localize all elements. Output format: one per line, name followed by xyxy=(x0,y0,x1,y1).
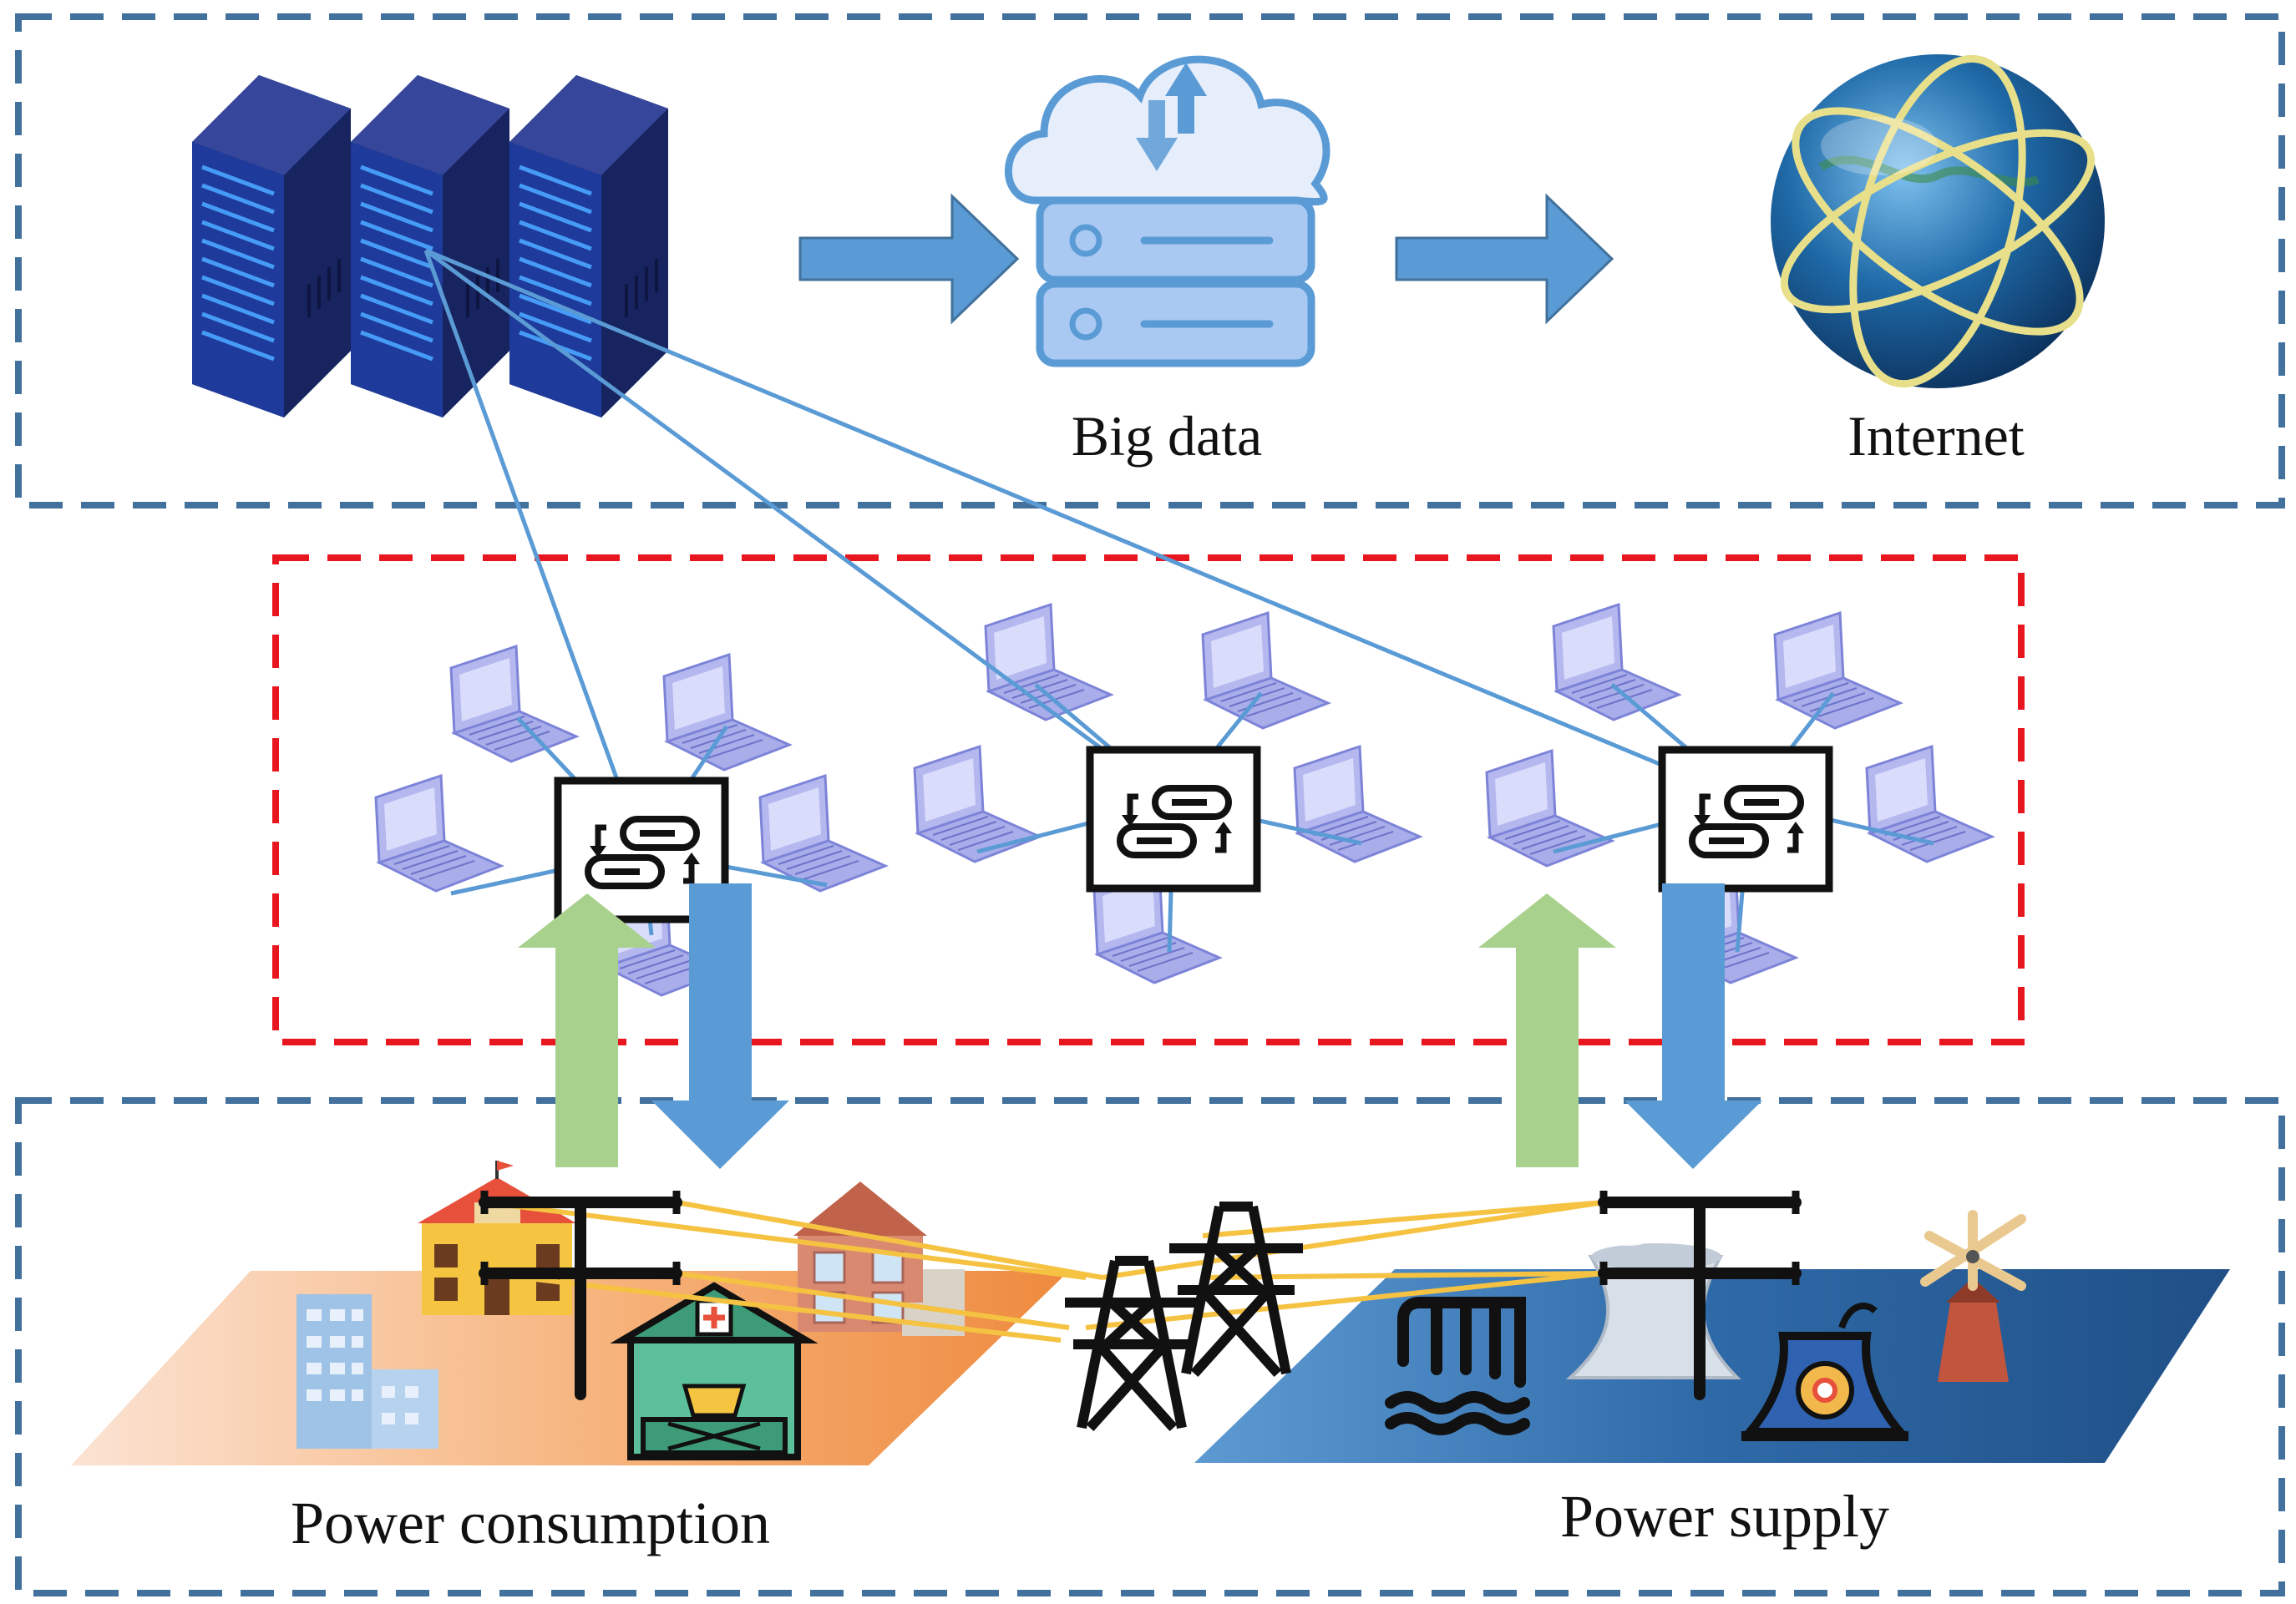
laptop-icon xyxy=(984,603,1113,721)
up-arrow-consumption xyxy=(518,893,656,1167)
power-supply-label: Power supply xyxy=(1560,1483,1889,1550)
bottom-frame xyxy=(15,1097,2285,1596)
laptop-icon xyxy=(449,645,578,763)
laptop-icon xyxy=(758,774,887,893)
hospital-icon xyxy=(610,1282,819,1460)
network-switch-icon xyxy=(1090,750,1257,888)
data-center-icon xyxy=(192,75,668,417)
middle-frame xyxy=(272,554,2025,1045)
down-arrow-consumption xyxy=(651,883,789,1169)
internet-label: Internet xyxy=(1847,404,2025,468)
hydro-plant-icon xyxy=(1385,1297,1530,1435)
cloud-server-icon xyxy=(1005,55,1330,367)
up-arrow-supply xyxy=(1478,893,1616,1167)
laptop-icon xyxy=(1485,749,1614,868)
office-building-icon xyxy=(297,1294,438,1449)
laptop-icon xyxy=(1552,603,1680,721)
big-data-label: Big data xyxy=(1072,404,1263,468)
laptop-icon xyxy=(1773,611,1902,730)
school-icon xyxy=(418,1161,576,1315)
globe-icon xyxy=(1771,54,2105,388)
laptop-icon xyxy=(913,745,1042,863)
flow-arrow-to-internet xyxy=(1395,193,1614,325)
windmill-icon xyxy=(1920,1210,2026,1382)
laptop-icon xyxy=(662,653,791,772)
top-frame xyxy=(15,13,2285,509)
down-arrow-supply xyxy=(1624,883,1762,1169)
network-switch-icon xyxy=(1662,750,1829,888)
nuclear-plant-icon xyxy=(1741,1303,1909,1441)
laptop-icon xyxy=(374,774,503,893)
flow-arrow-to-bigdata xyxy=(798,193,1020,325)
power-consumption-label: Power consumption xyxy=(291,1490,770,1556)
laptop-icon xyxy=(1201,611,1330,730)
